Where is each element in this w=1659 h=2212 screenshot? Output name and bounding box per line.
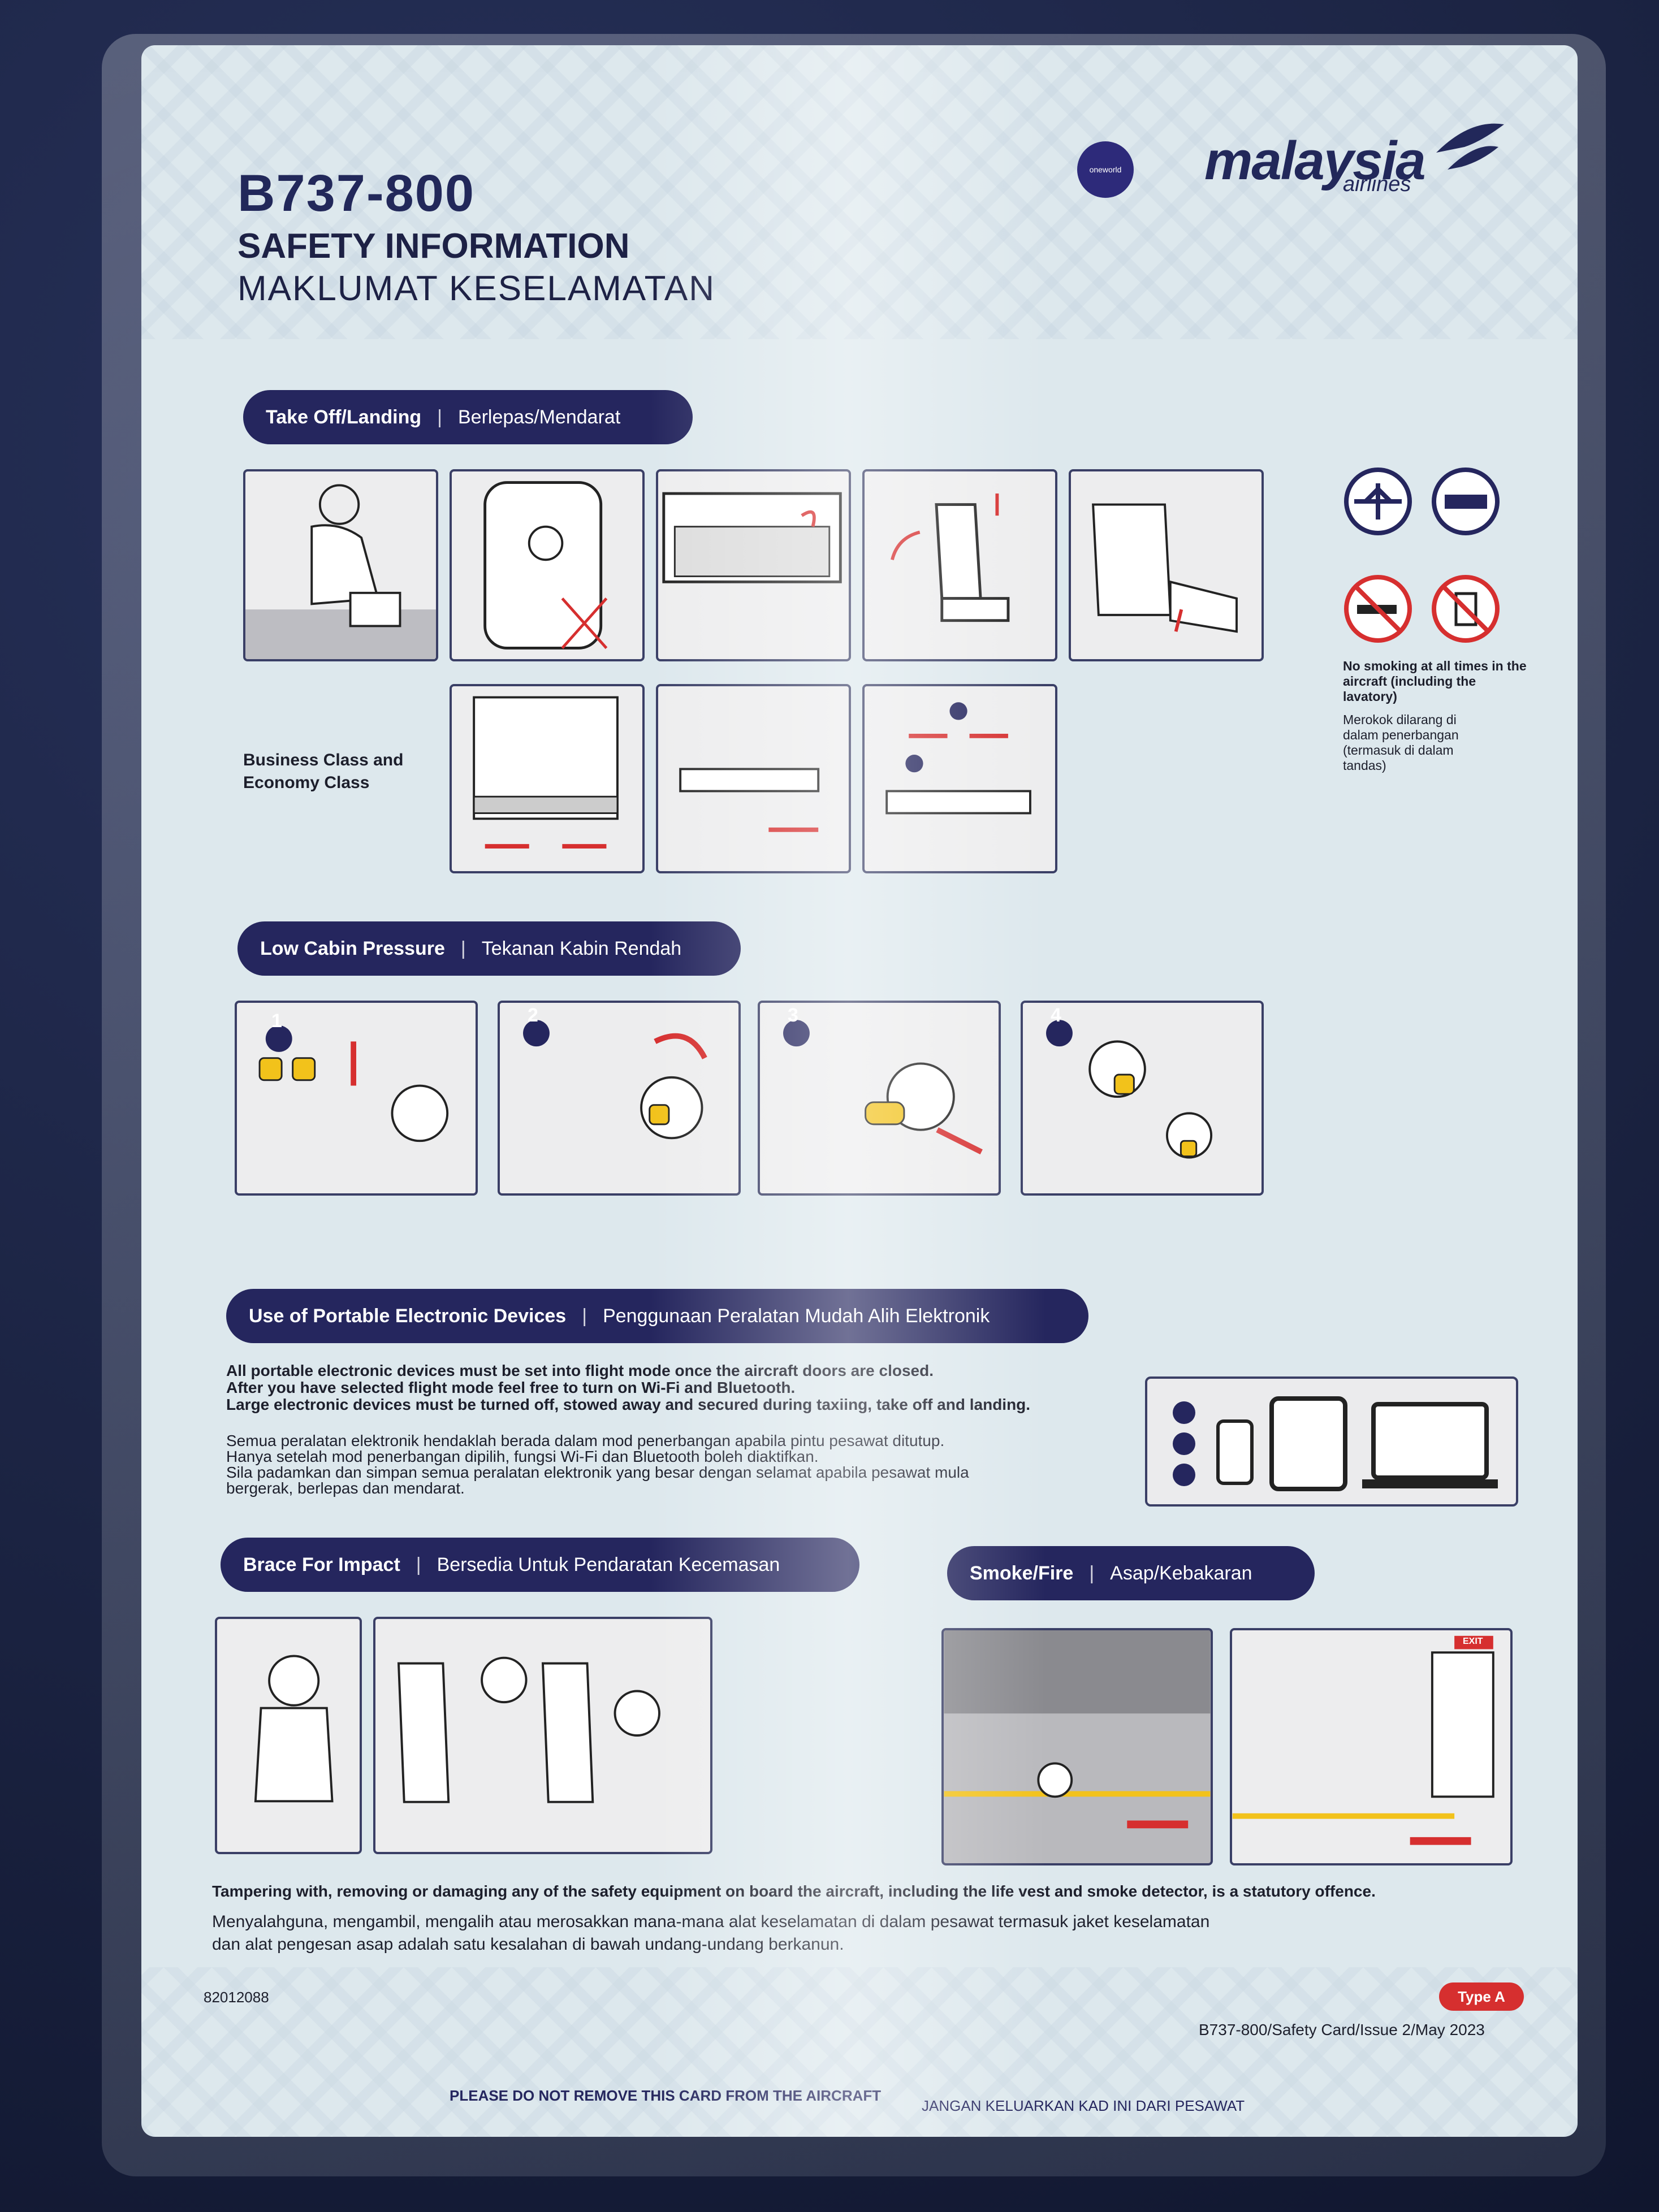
devices-panel (1145, 1376, 1518, 1507)
title-malay: MAKLUMAT KESELAMATAN (237, 269, 716, 308)
panel-footrest (1069, 469, 1264, 661)
type-badge: Type A (1439, 1982, 1524, 2011)
airline-logo-text: malaysia (1204, 131, 1426, 191)
ped-text-en: All portable electronic devices must be … (226, 1362, 1030, 1413)
panel-seatbelt-release (862, 684, 1057, 873)
exit-sign-label: EXIT (1463, 1637, 1483, 1646)
safety-card: B737-800 SAFETY INFORMATION MAKLUMAT KES… (141, 45, 1578, 2137)
panel-oxygen-step-2 (498, 1001, 741, 1196)
seatbelt-sign-icon (1432, 467, 1500, 535)
panel-seatbelt-fasten (450, 684, 645, 873)
section-takeoff-landing: Take Off/Landing | Berlepas/Mendarat (243, 390, 693, 444)
ped-line-ms-4: bergerak, berlepas dan mendarat. (226, 1479, 465, 1497)
notice-en: PLEASE DO NOT REMOVE THIS CARD FROM THE … (450, 2087, 882, 2104)
issue-text: B737-800/Safety Card/Issue 2/May 2023 (1199, 2021, 1485, 2038)
flight-wifi-bluetooth-icons (1173, 1401, 1195, 1486)
panel-oxygen-step-1 (235, 1001, 478, 1196)
airline-logo-subtext: airlines (1343, 172, 1411, 196)
no-smoking-text-en: No smoking at all times in the aircraft … (1343, 659, 1527, 704)
divider: | (1089, 1562, 1095, 1584)
laptop-icon (1362, 1402, 1498, 1488)
brace-label-ms: Bersedia Untuk Pendaratan Kecemasan (437, 1553, 780, 1575)
ped-label-en: Use of Portable Electronic Devices (249, 1305, 567, 1327)
ped-line-ms-1: Semua peralatan elektronik hendaklah ber… (226, 1432, 945, 1449)
ped-line-en-3: Large electronic devices must be turned … (226, 1396, 1031, 1413)
panel-oxygen-step-4 (1021, 1001, 1264, 1196)
panel-bag-under-seat (243, 469, 438, 661)
panel-oxygen-step-3 (758, 1001, 1001, 1196)
tamper-line-ms-2: dan alat pengesan asap adalah satu kesal… (212, 1935, 844, 1954)
ped-line-ms-3: Sila padamkan dan simpan semua peralatan… (226, 1464, 969, 1481)
panel-brace-front-row (215, 1617, 362, 1854)
no-smoking-lavatory-icon (1432, 575, 1500, 643)
ped-line-en-1: All portable electronic devices must be … (226, 1362, 934, 1379)
oneworld-logo: oneworld (1077, 141, 1134, 198)
divider: | (460, 937, 466, 959)
pressure-label-en: Low Cabin Pressure (260, 937, 445, 959)
aircraft-model: B737-800 (237, 165, 476, 222)
ped-text-ms: Semua peralatan elektronik hendaklah ber… (226, 1433, 969, 1496)
kite-logo-icon (1436, 123, 1504, 170)
panel-overhead-bin (656, 469, 851, 661)
batik-pattern-top (141, 45, 1578, 339)
notice-ms: JANGAN KELUARKAN KAD INI DARI PESAWAT (922, 2097, 1245, 2114)
tamper-text-en: Tampering with, removing or damaging any… (212, 1882, 1376, 1900)
ped-line-en-2: After you have selected flight mode feel… (226, 1379, 796, 1396)
section-portable-electronic-devices: Use of Portable Electronic Devices | Pen… (226, 1289, 1088, 1343)
ped-label-ms: Penggunaan Peralatan Mudah Alih Elektron… (603, 1305, 990, 1327)
brace-label-en: Brace For Impact (243, 1553, 400, 1575)
tamper-line-ms-1: Menyalahguna, mengambil, mengalih atau m… (212, 1912, 1210, 1931)
step-number-3: 3 (788, 1005, 798, 1026)
section-smoke-fire: Smoke/Fire | Asap/Kebakaran (947, 1546, 1315, 1600)
divider: | (437, 406, 442, 428)
smoke-label-en: Smoke/Fire (970, 1562, 1074, 1584)
phone-icon (1216, 1419, 1254, 1485)
step-number-4: 4 (1051, 1005, 1061, 1026)
panel-brace-standard (373, 1617, 712, 1854)
tablet-icon (1269, 1396, 1347, 1491)
no-smoking-text-ms: Merokok dilarang di dalam penerbangan (t… (1343, 712, 1459, 773)
step-number-1: 1 (271, 1010, 282, 1032)
airplane-mode-icon (1344, 467, 1412, 535)
panel-exit-path (1230, 1628, 1513, 1865)
section-low-cabin-pressure: Low Cabin Pressure | Tekanan Kabin Renda… (237, 921, 741, 976)
panel-smoke-crawl (941, 1628, 1213, 1865)
step-number-2: 2 (528, 1005, 538, 1026)
divider: | (582, 1305, 587, 1327)
smoke-label-ms: Asap/Kebakaran (1110, 1562, 1252, 1584)
panel-seatbelt-tighten (656, 684, 851, 873)
ped-line-ms-2: Hanya setelah mod penerbangan dipilih, f… (226, 1448, 819, 1465)
title-english: SAFETY INFORMATION (237, 227, 630, 266)
batik-pattern-bottom (141, 1967, 1578, 2137)
card-code: 82012088 (204, 1989, 269, 2006)
tamper-text-ms: Menyalahguna, mengambil, mengalih atau m… (212, 1911, 1513, 1956)
section-brace-for-impact: Brace For Impact | Bersedia Untuk Pendar… (221, 1538, 859, 1592)
takeoff-label-ms: Berlepas/Mendarat (458, 406, 621, 428)
class-label: Business Class and Economy Class (243, 751, 404, 792)
panel-exit-row (450, 469, 645, 661)
takeoff-label-en: Take Off/Landing (266, 406, 422, 428)
divider: | (416, 1553, 421, 1575)
no-smoking-icon (1344, 575, 1412, 643)
pressure-label-ms: Tekanan Kabin Rendah (481, 937, 682, 959)
panel-seat-upright (862, 469, 1057, 661)
